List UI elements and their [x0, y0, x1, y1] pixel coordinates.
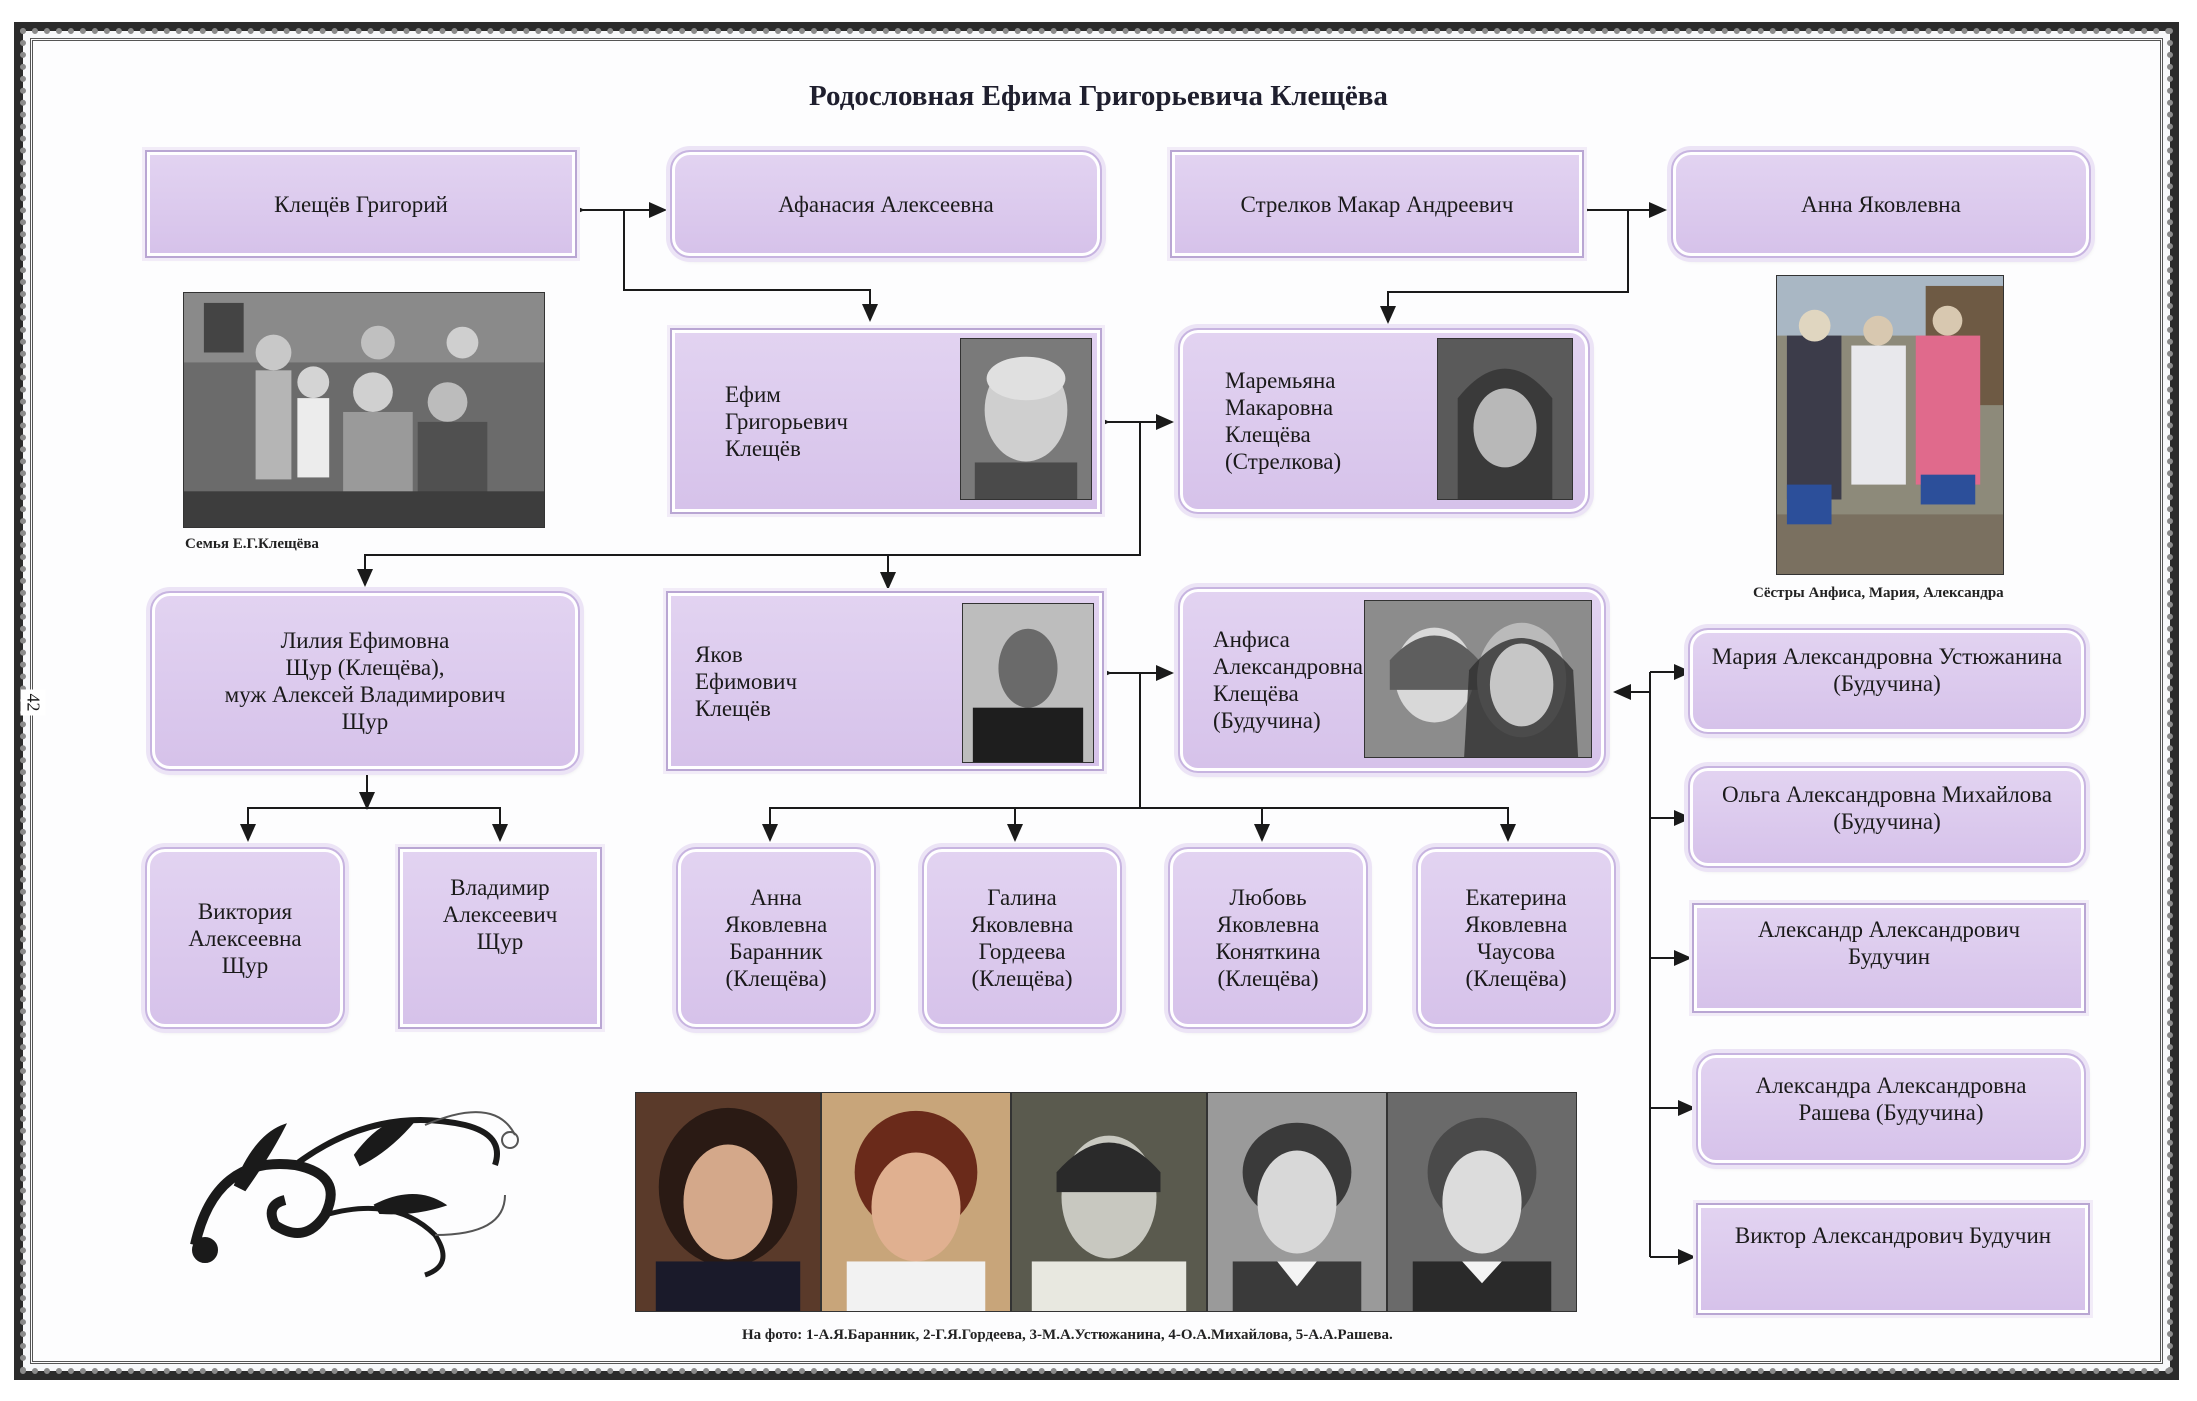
bottom-photo-5 — [1387, 1092, 1577, 1312]
person-name: Ольга Александровна Михайлова (Будучина) — [1722, 782, 2052, 834]
person-name: Виктория Алексеевна Щур — [188, 898, 302, 978]
sisters-photo-caption: Сёстры Анфиса, Мария, Александра — [1753, 585, 2004, 601]
person-name: Стрелков Макар Андреевич — [1240, 191, 1514, 217]
person-name: Владимир Алексеевич Щур — [442, 875, 558, 954]
bottom-photo-3 — [1011, 1092, 1207, 1312]
person-lyubov-konyatkina: Любовь Яковлевна Коняткина (Клещёва) — [1168, 847, 1368, 1029]
person-name: Анна Яковлевна — [1801, 191, 1961, 217]
person-name: Любовь Яковлевна Коняткина (Клещёва) — [1215, 885, 1321, 991]
bottom-photo-1 — [635, 1092, 821, 1312]
person-name: Александра Александровна Рашева (Будучин… — [1755, 1073, 2027, 1125]
person-name: Екатерина Яковлевна Чаусова (Клещёва) — [1464, 885, 1568, 991]
maremiana-portrait — [1437, 338, 1573, 500]
person-name: Галина Яковлевна Гордеева (Клещёва) — [970, 885, 1074, 991]
anfisa-portrait — [1364, 600, 1592, 758]
bottom-photo-4 — [1207, 1092, 1387, 1312]
page-title: Родословная Ефима Григорьевича Клещёва — [809, 80, 1388, 112]
person-vladimir-shchur: Владимир Алексеевич Щур — [398, 847, 602, 1029]
person-anna-yakovlevna: Анна Яковлевна — [1671, 150, 2091, 258]
person-viktoria-shchur: Виктория Алексеевна Щур — [145, 847, 345, 1029]
person-kleshchev-grigoriy: Клещёв Григорий — [145, 150, 577, 258]
person-anna-barannik: Анна Яковлевна Баранник (Клещёва) — [676, 847, 876, 1029]
family-photo — [183, 292, 545, 528]
efim-portrait — [960, 338, 1092, 500]
person-name: Лилия Ефимовна Щур (Клещёва), муж Алексе… — [224, 628, 506, 734]
person-ekaterina-chausova: Екатерина Яковлевна Чаусова (Клещёва) — [1416, 847, 1616, 1029]
sisters-photo — [1776, 275, 2004, 575]
person-name: Маремьяна Макаровна Клещёва (Стрелкова) — [1225, 368, 1342, 474]
person-name: Мария Александровна Устюжанина (Будучина… — [1711, 644, 2063, 696]
person-name: Виктор Александрович Будучин — [1734, 1223, 2052, 1248]
person-aleksandra-rasheva: Александра Александровна Рашева (Будучин… — [1696, 1053, 2086, 1165]
person-olga-mikhaylova: Ольга Александровна Михайлова (Будучина) — [1688, 766, 2086, 868]
yakov-portrait — [962, 603, 1094, 763]
person-aleksandr-budychin: Александр Александрович Будучин — [1692, 903, 2086, 1013]
person-name: Яков Ефимович Клещёв — [695, 641, 798, 721]
ornament-swirl — [190, 1111, 519, 1278]
person-lilia-shchur: Лилия Ефимовна Щур (Клещёва), муж Алексе… — [150, 591, 580, 771]
family-photo-caption: Семья Е.Г.Клещёва — [185, 536, 319, 552]
person-afanasia-alekseevna: Афанасия Алексеевна — [670, 150, 1102, 258]
person-name: Александр Александрович Будучин — [1757, 917, 2021, 969]
bottom-photos-caption: На фото: 1-А.Я.Баранник, 2-Г.Я.Гордеева,… — [742, 1327, 1393, 1343]
person-maria-ustyuzhanina: Мария Александровна Устюжанина (Будучина… — [1688, 628, 2086, 734]
person-name: Ефим Григорьевич Клещёв — [725, 381, 848, 461]
person-name: Анфиса Александровна Клещёва (Будучина) — [1213, 627, 1363, 733]
person-strelkov-makar: Стрелков Макар Андреевич — [1170, 150, 1584, 258]
person-viktor-budychin: Виктор Александрович Будучин — [1696, 1203, 2090, 1315]
person-name: Афанасия Алексеевна — [778, 191, 994, 217]
bottom-photo-2 — [821, 1092, 1011, 1312]
person-name: Анна Яковлевна Баранник (Клещёва) — [724, 885, 828, 991]
person-name: Клещёв Григорий — [274, 191, 448, 217]
person-galina-gordeeva: Галина Яковлевна Гордеева (Клещёва) — [922, 847, 1122, 1029]
